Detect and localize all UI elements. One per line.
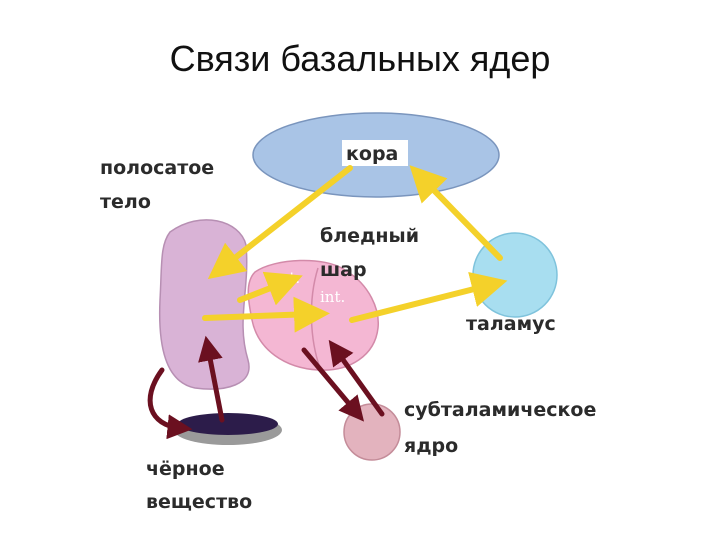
pallidum-label-line2: шар [320,259,367,281]
striatum-label-line2: тело [100,191,151,213]
cortex-label-bg [342,140,408,166]
cortex-label: кора [346,143,398,165]
nigra-label-line1: чёрное [146,458,225,480]
arrow-striatum-to-gpi [202,296,330,333]
arrow-subthalamic-to-gpi [328,339,385,417]
striatum-label-line1: полосатое [100,157,214,179]
slide-title: Связи базальных ядер [169,38,551,79]
arrow-gpe-to-subthalamic [301,347,365,422]
nigra-shape [178,413,278,435]
arrow-striatum-to-gpe [237,271,303,306]
arrow-nigra-to-striatum [198,335,225,423]
thalamus-label: таламус [466,313,556,335]
subthalamic-shape [343,403,401,461]
striatum-shape [158,219,250,390]
nigra-label-line2: вещество [146,491,252,513]
pallidum-int-label: int. [320,288,345,306]
arrow-gpi-to-thalamus [349,271,508,323]
pallidum-label-line1: бледный [320,225,419,247]
subthalamic-label-line2: ядро [404,435,458,457]
arrow-cortex-to-striatum [207,165,353,280]
subthalamic-label-line1: субталамическое [404,399,596,421]
arrow-thalamus-to-cortex [409,165,503,261]
arrow-striatum-to-nigra-loop [147,367,193,440]
